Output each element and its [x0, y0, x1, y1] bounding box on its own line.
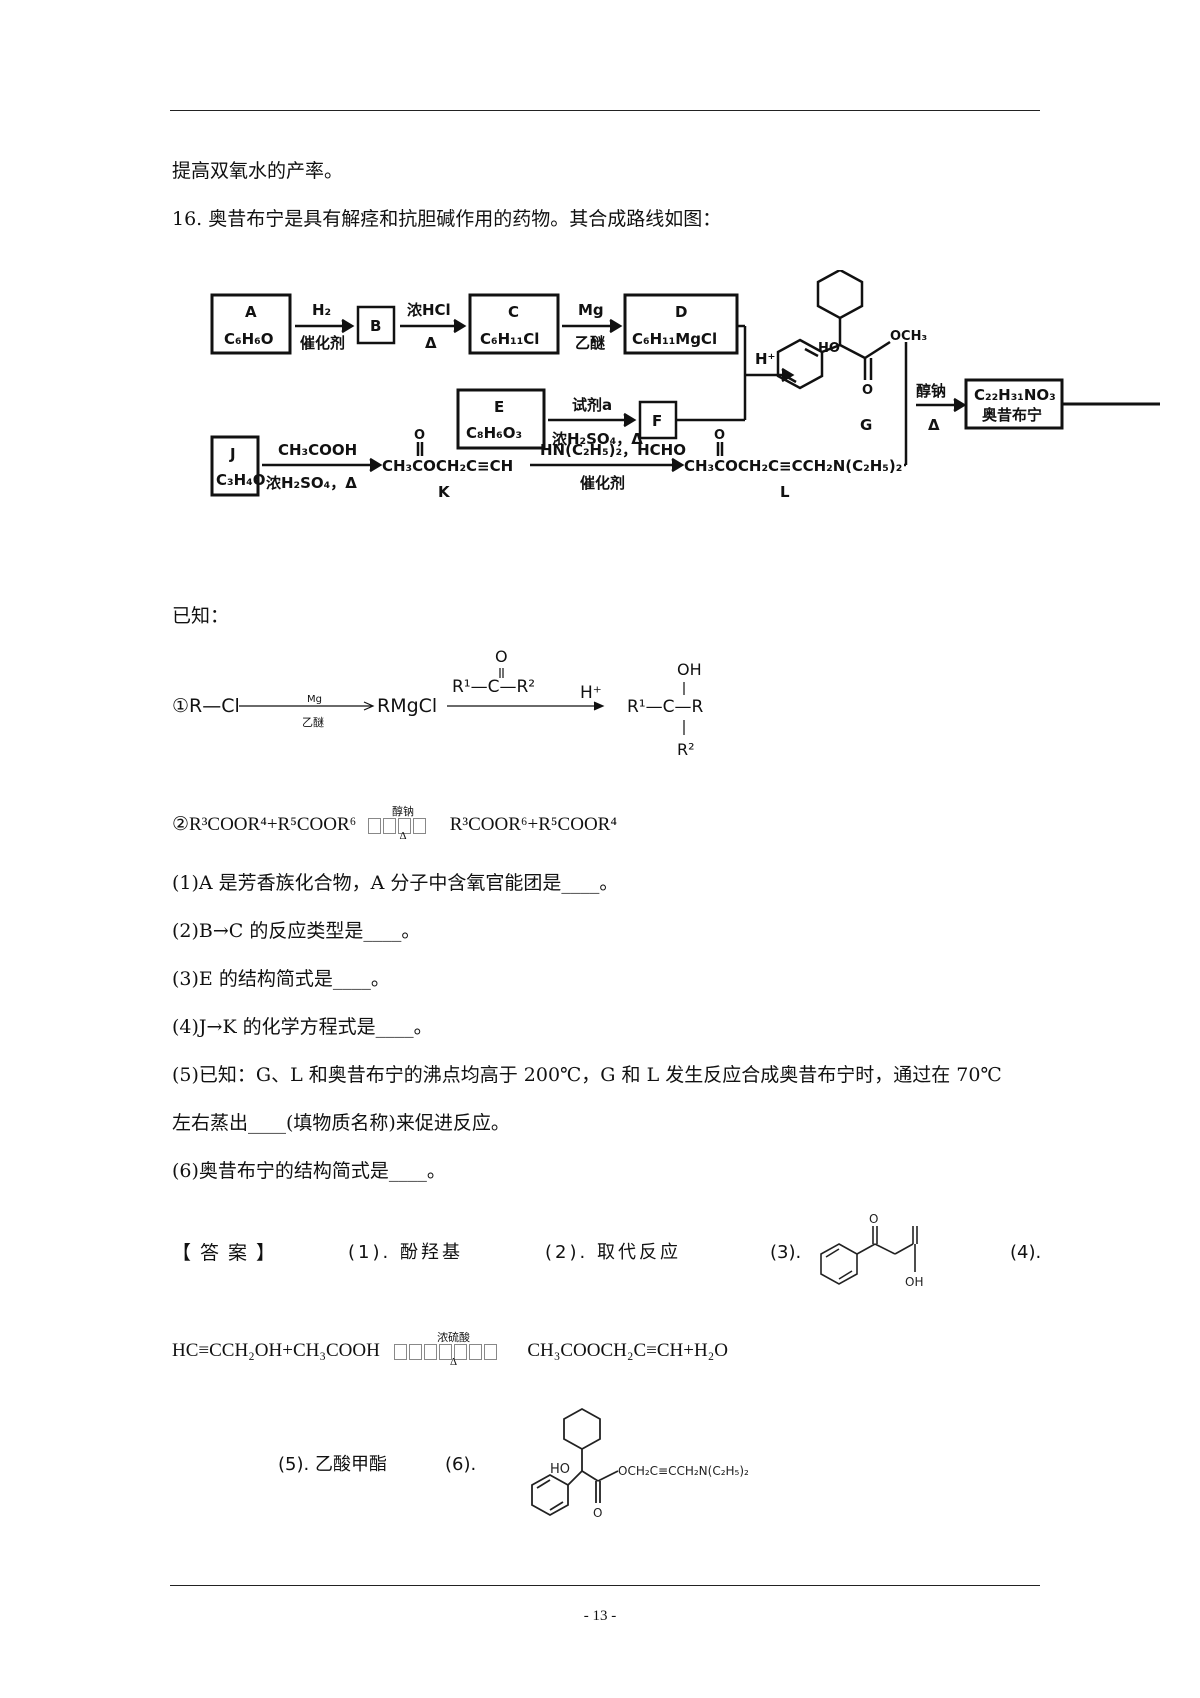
known2-arrow: 醇钠 Δ: [367, 806, 439, 842]
scheme-product-formula: C₂₂H₃₁NO₃: [974, 386, 1056, 404]
answer-6-HO: HO: [550, 1462, 570, 1477]
equation-top: 浓硫酸: [437, 1331, 471, 1344]
equation-left: HC≡CCH₂OH+CH₃COOH: [172, 1340, 380, 1361]
answer-4-equation: HC≡CCH₂OH+CH₃COOH 浓硫酸 Δ CH₃COOCH₂C≡CH+H₂…: [172, 1332, 729, 1368]
question-6: (6)奥昔布宁的结构简式是____。: [172, 1160, 446, 1182]
scheme-conc-h2so4: 浓H₂SO₄，Δ: [552, 430, 643, 448]
scheme-product-name: 奥昔布宁: [982, 406, 1042, 424]
question-5: (5)已知：G、L 和奥昔布宁的沸点均高于 200℃，G 和 L 发生反应合成奥…: [172, 1064, 1002, 1086]
scheme-A-formula: C₆H₆O: [224, 330, 273, 348]
known2-right: R³COOR⁶+R⁵COOR⁴: [449, 814, 617, 835]
question-1: (1)A 是芳香族化合物，A 分子中含氧官能团是____。: [172, 872, 619, 894]
answer-label: 【答案】: [172, 1242, 285, 1264]
known1-product: R¹—C—R: [627, 697, 703, 717]
equation-right: CH₃COOCH₂C≡CH+H₂O: [527, 1340, 729, 1361]
scheme-catalyst2: 催化剂: [580, 474, 625, 492]
answer-6: (6).: [445, 1454, 477, 1475]
equation-arrow: 浓硫酸 Δ: [393, 1332, 515, 1368]
scheme-J-label: J: [229, 445, 236, 463]
scheme-E-formula: C₈H₆O₃: [466, 424, 522, 442]
scheme-K-formula: CH₃COCH₂C≡CH: [382, 457, 513, 475]
scheme-catalyst1: 催化剂: [300, 334, 345, 352]
answer-3-structure: O OH: [820, 1212, 923, 1289]
known1-mg: Mg: [307, 694, 322, 705]
scheme-Hplus: H⁺: [755, 350, 775, 368]
answer-4: (4).: [1010, 1242, 1042, 1263]
scheme-Mg: Mg: [578, 301, 604, 319]
answer-3-O: O: [869, 1212, 878, 1226]
scheme-A-label: A: [245, 303, 257, 321]
scheme-K-O: O: [414, 428, 425, 443]
scheme-ether: 乙醚: [575, 334, 605, 352]
answer-6-O: O: [593, 1506, 602, 1520]
known2-bottom: Δ: [399, 829, 407, 842]
scheme-L-label: L: [780, 483, 790, 501]
question-5-cont: 左右蒸出____(填物质名称)来促进反应。: [172, 1112, 510, 1134]
scheme-C-formula: C₆H₁₁Cl: [480, 330, 539, 348]
known-label: 已知：: [172, 605, 230, 627]
answer-3: (3).: [770, 1242, 802, 1263]
scheme-J-formula: C₃H₄O: [216, 471, 265, 489]
question-4: (4)J→K 的化学方程式是____。: [172, 1016, 433, 1038]
answer-3-OH: OH: [905, 1275, 923, 1289]
known-reaction-2: ②R³COOR⁴+R⁵COOR⁶ 醇钠 Δ R³COOR⁶+R⁵COOR⁴: [172, 806, 617, 842]
question-2: (2)B→C 的反应类型是____。: [172, 920, 421, 942]
scheme-G-HO: HO: [818, 341, 840, 356]
scheme-conc-h2so4-2: 浓H₂SO₄，Δ: [266, 474, 357, 492]
question-intro: 16. 奥昔布宁是具有解痉和抗胆碱作用的药物。其合成路线如图：: [172, 208, 722, 230]
known1-product-OH: OH: [677, 660, 702, 679]
equation-bottom: Δ: [450, 1355, 458, 1368]
answer-5: (5). 乙酸甲酯: [278, 1454, 387, 1475]
text-line-1: 提高双氧水的产率。: [172, 160, 344, 182]
answer-1: (1). 酚羟基: [348, 1242, 463, 1263]
known1-rmgcl: RMgCl: [377, 695, 437, 717]
scheme-L-formula: CH₃COCH₂C≡CCH₂N(C₂H₅)₂: [684, 457, 902, 475]
scheme-E-label: E: [494, 398, 504, 416]
known2-top: 醇钠: [392, 805, 414, 818]
scheme-D-formula: C₆H₁₁MgCl: [632, 330, 717, 348]
footer-rule: [170, 1585, 1040, 1586]
scheme-C-label: C: [508, 303, 519, 321]
synthesis-scheme: A C₆H₆O H₂ 催化剂 B 浓HCl Δ C C₆H₁₁Cl Mg 乙醚 …: [210, 270, 1160, 501]
scheme-delta2: Δ: [928, 416, 940, 434]
known1-product-R2: R²: [677, 740, 695, 759]
scheme-acetic: CH₃COOH: [278, 441, 357, 459]
known1-start: ①R—Cl: [172, 695, 240, 717]
known2-left: ②R³COOR⁴+R⁵COOR⁶: [172, 814, 357, 835]
scheme-B-label: B: [370, 317, 381, 335]
scheme-D-label: D: [675, 303, 687, 321]
answer-2: (2). 取代反应: [545, 1242, 681, 1263]
answer-6-chain: OCH₂C≡CCH₂N(C₂H₅)₂: [618, 1464, 749, 1478]
scheme-G-label: G: [860, 416, 872, 434]
known1-ether: 乙醚: [302, 715, 324, 729]
known1-ketone: R¹—C—R²: [452, 677, 535, 697]
known1-hplus: H⁺: [580, 683, 602, 703]
scheme-amine-reagent: HN(C₂H₅)₂，HCHO: [540, 441, 686, 459]
known1-ketone-O: O: [495, 647, 508, 666]
scheme-delta: Δ: [425, 334, 437, 352]
header-rule: [170, 110, 1040, 111]
scheme-K-label: K: [438, 483, 451, 501]
scheme-H2: H₂: [312, 301, 331, 319]
scheme-reagent-a: 试剂a: [572, 396, 612, 414]
question-3: (3)E 的结构简式是____。: [172, 968, 390, 990]
scheme-HCl: 浓HCl: [407, 301, 451, 319]
scheme-L-O: O: [714, 428, 725, 443]
known-reaction-1: ①R—Cl Mg 乙醚 RMgCl O R¹—C—R² H⁺ OH R¹—C—R…: [172, 647, 703, 759]
scheme-sodium-alkoxide: 醇钠: [916, 382, 946, 400]
scheme-G-OCH3: OCH₃: [890, 329, 927, 344]
answer-6-structure: HO O OCH₂C≡CCH₂N(C₂H₅)₂: [531, 1407, 749, 1520]
page-number: - 13 -: [583, 1608, 617, 1624]
scheme-F-label: F: [652, 412, 662, 430]
scheme-G-O: O: [862, 383, 873, 398]
